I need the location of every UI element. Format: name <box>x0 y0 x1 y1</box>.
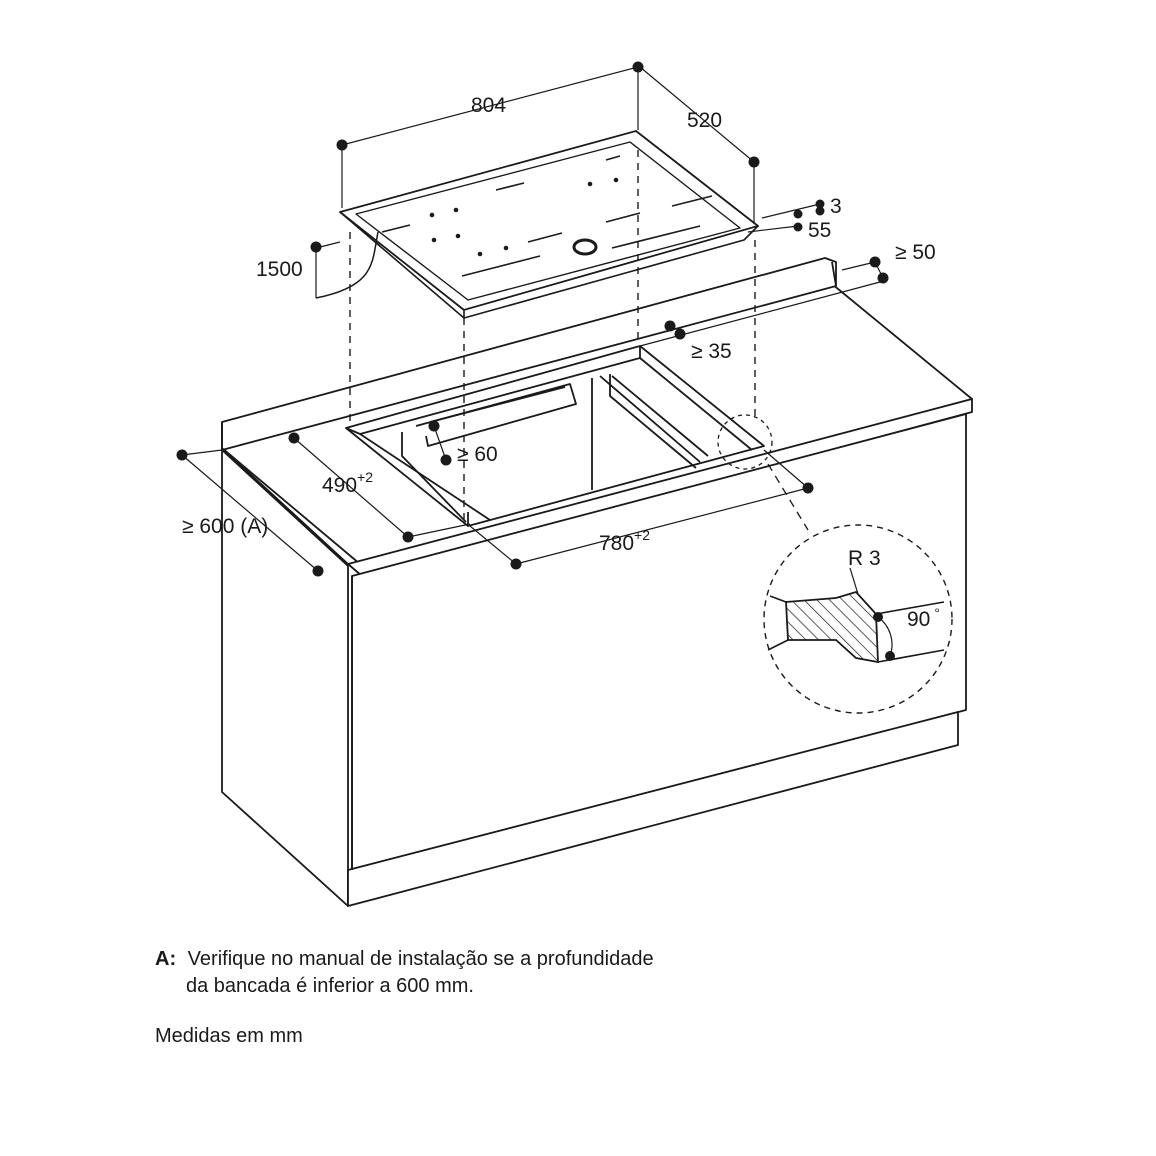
label-cable: 1500 <box>256 258 303 281</box>
label-cutout-width: 780+2 <box>599 527 650 555</box>
cutout-opening <box>345 345 765 527</box>
note-a: A: Verifique no manual de instalação se … <box>155 946 654 973</box>
label-width: 804 <box>471 94 506 117</box>
label-front-clearance: ≥ 60 <box>457 443 498 466</box>
note-a-key: A: <box>155 948 177 970</box>
label-rear-gap: ≥ 50 <box>895 241 936 264</box>
label-rear-clearance: ≥ 35 <box>691 340 732 363</box>
worktop-cutout <box>345 345 765 527</box>
cooking-zone-marks <box>381 155 713 277</box>
note-units: Medidas em mm <box>155 1023 303 1050</box>
label-height: 55 <box>808 219 831 242</box>
label-worktop-depth: ≥ 600 (A) <box>182 515 268 538</box>
edge-detail <box>717 414 953 714</box>
note-a-continued: da bancada é inferior a 600 mm. <box>186 973 474 1000</box>
note-units-text: Medidas em mm <box>155 1025 303 1047</box>
cooktop-glass <box>339 130 759 311</box>
label-angle: 90° <box>907 605 940 631</box>
dimension-lines <box>181 66 884 572</box>
label-thickness: 3 <box>830 195 842 218</box>
cooktop-edge <box>463 225 759 319</box>
cooktop <box>339 130 759 319</box>
label-radius: R 3 <box>848 547 881 570</box>
dimension-labels: 804 520 3 55 1500 ≥ 50 ≥ 35 ≥ 60 490+2 7… <box>182 94 940 631</box>
label-cutout-depth: 490+2 <box>322 469 373 497</box>
plinth <box>347 711 959 907</box>
power-cable <box>315 231 379 299</box>
dimension-points <box>176 61 889 577</box>
note-a-line2: da bancada é inferior a 600 mm. <box>186 975 474 997</box>
projection-lines <box>349 150 756 520</box>
control-knob <box>572 238 598 256</box>
label-depth: 520 <box>687 109 722 132</box>
detail-marker-circle <box>717 414 773 470</box>
cabinet <box>221 257 973 907</box>
note-a-line1: Verifique no manual de instalação se a p… <box>187 948 654 970</box>
